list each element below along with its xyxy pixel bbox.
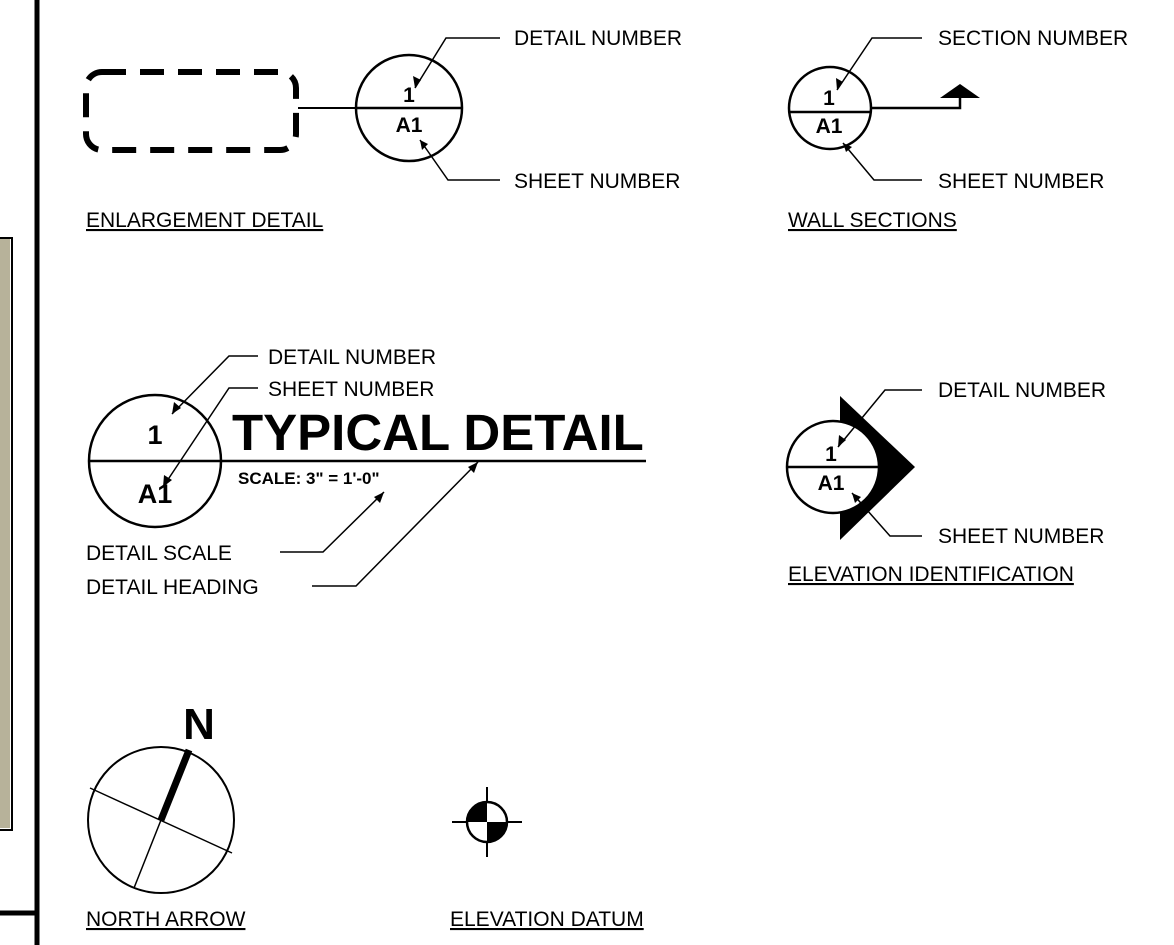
section-number: 1 — [823, 87, 835, 110]
wall-sections-title: WALL SECTIONS — [788, 209, 957, 232]
detail-heading-leader — [312, 461, 479, 587]
sheet-number-leader — [162, 387, 258, 488]
section-number-leader — [836, 37, 922, 91]
leader-arrowhead — [852, 493, 861, 503]
north-letter: N — [183, 700, 215, 749]
detail-scale: SCALE: 3" = 1'-0" — [238, 469, 380, 488]
section-direction-arrow — [940, 84, 980, 98]
sheet-number-leader — [842, 142, 922, 181]
left-border-strip — [0, 0, 40, 945]
north-arrow-needle — [157, 748, 193, 822]
leader-arrowhead — [374, 492, 384, 503]
section-number-label: SECTION NUMBER — [938, 27, 1128, 50]
sheet-number-label: SHEET NUMBER — [514, 170, 680, 193]
elevation-datum-title: ELEVATION DATUM — [450, 908, 644, 931]
leader-arrowhead — [843, 143, 852, 152]
detail-number: 1 — [403, 84, 415, 107]
detail-number-label: DETAIL NUMBER — [268, 346, 436, 369]
north-arrow-title: NORTH ARROW — [86, 908, 246, 931]
detail-number-leader — [171, 355, 258, 415]
sheet-number: A1 — [818, 472, 845, 495]
leader-arrowhead — [413, 76, 421, 88]
detail-number-label: DETAIL NUMBER — [514, 27, 682, 50]
detail-scale-leader — [280, 491, 385, 553]
leader-arrowhead — [838, 435, 846, 447]
enlargement-detail-symbol: 1 A1 DETAIL NUMBER SHEET NUMBER ENLARGEM… — [83, 27, 682, 232]
elevation-identification-symbol: 1 A1 DETAIL NUMBER SHEET NUMBER ELEVATIO… — [785, 379, 1106, 586]
sheet-number-label: SHEET NUMBER — [938, 525, 1104, 548]
detail-number-leader — [414, 37, 500, 89]
datum-fill-quadrant — [467, 802, 487, 822]
detail-heading: TYPICAL DETAIL — [232, 404, 644, 461]
leader-arrowhead — [163, 475, 172, 487]
photo-edge — [0, 237, 13, 831]
sheet-number: A1 — [396, 114, 423, 137]
leader-arrowhead — [468, 462, 478, 473]
datum-fill-quadrant — [487, 822, 507, 842]
sheet-number: A1 — [816, 115, 843, 138]
elevation-identification-title: ELEVATION IDENTIFICATION — [788, 563, 1074, 586]
sheet-number-leader — [419, 139, 500, 181]
elevation-datum-symbol: ELEVATION DATUM — [450, 787, 644, 931]
wall-section-symbol: 1 A1 SECTION NUMBER SHEET NUMBER WALL SE… — [787, 27, 1128, 232]
detail-number-label: DETAIL NUMBER — [938, 379, 1106, 402]
sheet-number-label: SHEET NUMBER — [268, 378, 434, 401]
typical-detail-symbol: 1 A1 TYPICAL DETAIL SCALE: 3" = 1'-0" DE… — [86, 346, 646, 599]
north-arrow-symbol: N NORTH ARROW — [86, 700, 246, 931]
detail-scale-label: DETAIL SCALE — [86, 542, 232, 565]
leader-arrowhead — [172, 402, 181, 414]
leader-arrowhead — [420, 140, 428, 150]
sheet-number-label: SHEET NUMBER — [938, 170, 1104, 193]
enlargement-detail-title: ENLARGEMENT DETAIL — [86, 209, 323, 232]
section-bubble — [787, 65, 873, 151]
sheet-number-leader — [851, 492, 922, 537]
detail-number: 1 — [825, 443, 837, 466]
leader-arrowhead — [836, 78, 843, 90]
north-arrow-crossline — [133, 819, 162, 889]
detail-number: 1 — [147, 420, 162, 450]
detail-heading-label: DETAIL HEADING — [86, 576, 259, 599]
section-cut-line — [830, 96, 962, 110]
enlargement-boundary — [83, 69, 299, 153]
detail-number-leader — [837, 389, 922, 448]
cropped-photo — [0, 238, 10, 828]
